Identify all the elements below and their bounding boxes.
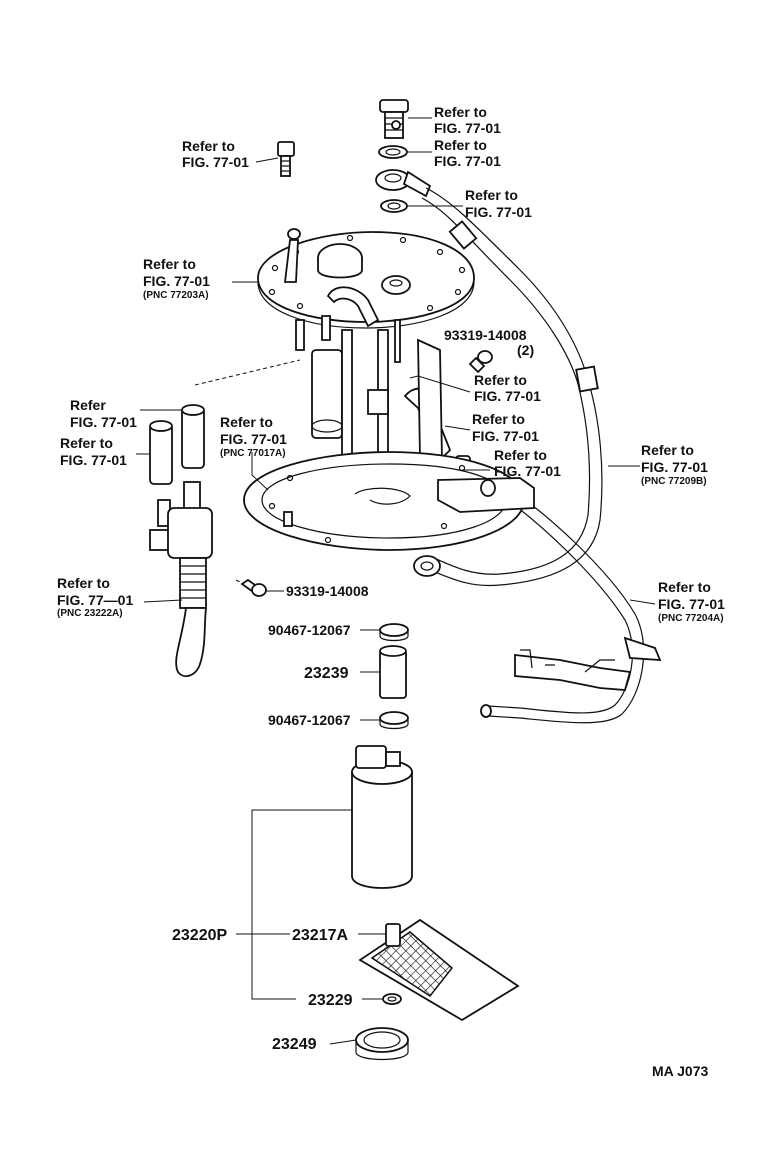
label-text: (2)	[517, 342, 534, 358]
label-text: MA J073	[652, 1063, 709, 1079]
label-text: (PNC 77017A)	[220, 448, 286, 459]
label-text: FIG. 77-01	[182, 154, 249, 170]
label-small-bolt: Refer to FIG. 77-01	[182, 138, 249, 170]
label-text: Refer to	[220, 414, 273, 430]
lower-plate-77017a	[243, 451, 535, 551]
label-bracket: Refer to FIG. 77-01 (PNC 77203A)	[143, 256, 210, 301]
label-gauge: Refer to FIG. 77-01	[474, 372, 541, 404]
label-ring: 23229	[308, 992, 353, 1009]
tube-77204a	[480, 479, 662, 724]
label-text: 23229	[308, 992, 353, 1009]
label-text: Refer to	[472, 411, 525, 427]
label-plate: Refer to FIG. 77-01 (PNC 77017A)	[220, 414, 287, 459]
leader-lines	[136, 117, 656, 1045]
label-text: FIG. 77-01	[474, 388, 541, 404]
label-text: (PNC 77204A)	[658, 613, 724, 624]
clamp-upper	[379, 623, 409, 642]
label-gasket-upper: Refer to FIG. 77-01	[434, 137, 501, 169]
clamp-lower	[379, 711, 409, 730]
label-text: FIG. 77-01	[434, 120, 501, 136]
label-text: FIG. 77-01	[641, 459, 708, 475]
label-bolt-93319-upper: 93319-14008 (2)	[444, 327, 534, 358]
label-clamp-lower: 90467-12067	[268, 712, 351, 728]
label-text: FIG. 77-01	[494, 463, 561, 479]
label-text: Refer to	[434, 104, 487, 120]
label-text: 23217A	[292, 927, 348, 944]
label-pump: 23220P	[172, 927, 227, 944]
label-text: 23249	[272, 1036, 317, 1053]
label-gasket-lower: Refer to FIG. 77-01	[465, 187, 532, 220]
label-text: Refer to	[60, 435, 113, 451]
label-text: FIG. 77—01	[57, 592, 133, 608]
bolt-93319-lower	[235, 578, 267, 597]
banjo-bolt-part	[379, 99, 409, 139]
label-text: FIG. 77-01	[70, 414, 137, 430]
label-text: Refer to	[465, 187, 518, 203]
union-fitting	[375, 169, 432, 198]
label-text: (PNC 77209B)	[641, 476, 707, 487]
fuel-pipe-77209b	[413, 187, 603, 587]
label-filter: 23217A	[292, 927, 348, 944]
label-text: 23220P	[172, 927, 227, 944]
ring-23229	[382, 993, 402, 1005]
small-hoses	[149, 404, 205, 485]
label-text: Refer to	[474, 372, 527, 388]
label-text: (PNC 77203A)	[143, 290, 209, 301]
label-clip: Refer to FIG. 77-01	[494, 447, 561, 479]
bolt-93319-upper	[468, 350, 493, 374]
retainer-23249	[355, 1027, 409, 1061]
label-retainer: 23249	[272, 1036, 317, 1053]
label-text: Refer to	[182, 138, 235, 154]
label-pipe: Refer to FIG. 77-01 (PNC 77209B)	[641, 442, 708, 487]
label-text: (PNC 23222A)	[57, 608, 123, 619]
valve-assembly-23222a	[149, 481, 213, 678]
label-text: FIG. 77-01	[220, 431, 287, 447]
fuel-pump-23220p	[351, 745, 413, 889]
label-text: FIG. 77-01	[60, 452, 127, 468]
label-text: FIG. 77-01	[472, 428, 539, 444]
label-text: FIG. 77-01	[465, 204, 532, 220]
label-bolt-93319-lower: 93319-14008	[286, 583, 369, 599]
label-text: Refer to	[641, 442, 694, 458]
filter-23217a	[358, 918, 520, 1022]
small-bolt-part	[277, 141, 295, 177]
label-text: Refer	[70, 397, 106, 413]
label-hose-a: Refer FIG. 77-01	[70, 397, 137, 430]
label-text: 93319-14008	[286, 583, 369, 599]
label-clamp-upper: 90467-12067	[268, 622, 351, 638]
label-text: Refer to	[143, 256, 196, 272]
label-text: Refer to	[658, 579, 711, 595]
label-hose-b: Refer to FIG. 77-01	[60, 435, 127, 468]
label-text: FIG. 77-01	[143, 273, 210, 289]
dashed-leader	[194, 359, 301, 386]
pump-body-assembly	[295, 315, 471, 511]
label-text: FIG. 77-01	[434, 153, 501, 169]
label-banjo-bolt: Refer to FIG. 77-01	[434, 104, 501, 136]
label-text: Refer to	[57, 575, 110, 591]
label-text: 90467-12067	[268, 712, 351, 728]
gasket-lower	[380, 199, 408, 213]
label-text: Refer to	[434, 137, 487, 153]
label-hose: Refer to FIG. 77-01	[472, 411, 539, 444]
label-tube: Refer to FIG. 77-01 (PNC 77204A)	[658, 579, 725, 624]
drawing-id: MA J073	[652, 1063, 709, 1079]
label-text: Refer to	[494, 447, 547, 463]
label-text: 23239	[304, 665, 349, 682]
label-text: 90467-12067	[268, 622, 351, 638]
label-text: FIG. 77-01	[658, 596, 725, 612]
label-text: 93319-14008	[444, 327, 527, 343]
gasket-upper	[378, 145, 408, 159]
label-hose-23239: 23239	[304, 665, 349, 682]
label-valve: Refer to FIG. 77—01 (PNC 23222A)	[57, 575, 133, 619]
pump-bracket-77203a	[257, 228, 475, 329]
hose-23239	[379, 645, 407, 699]
